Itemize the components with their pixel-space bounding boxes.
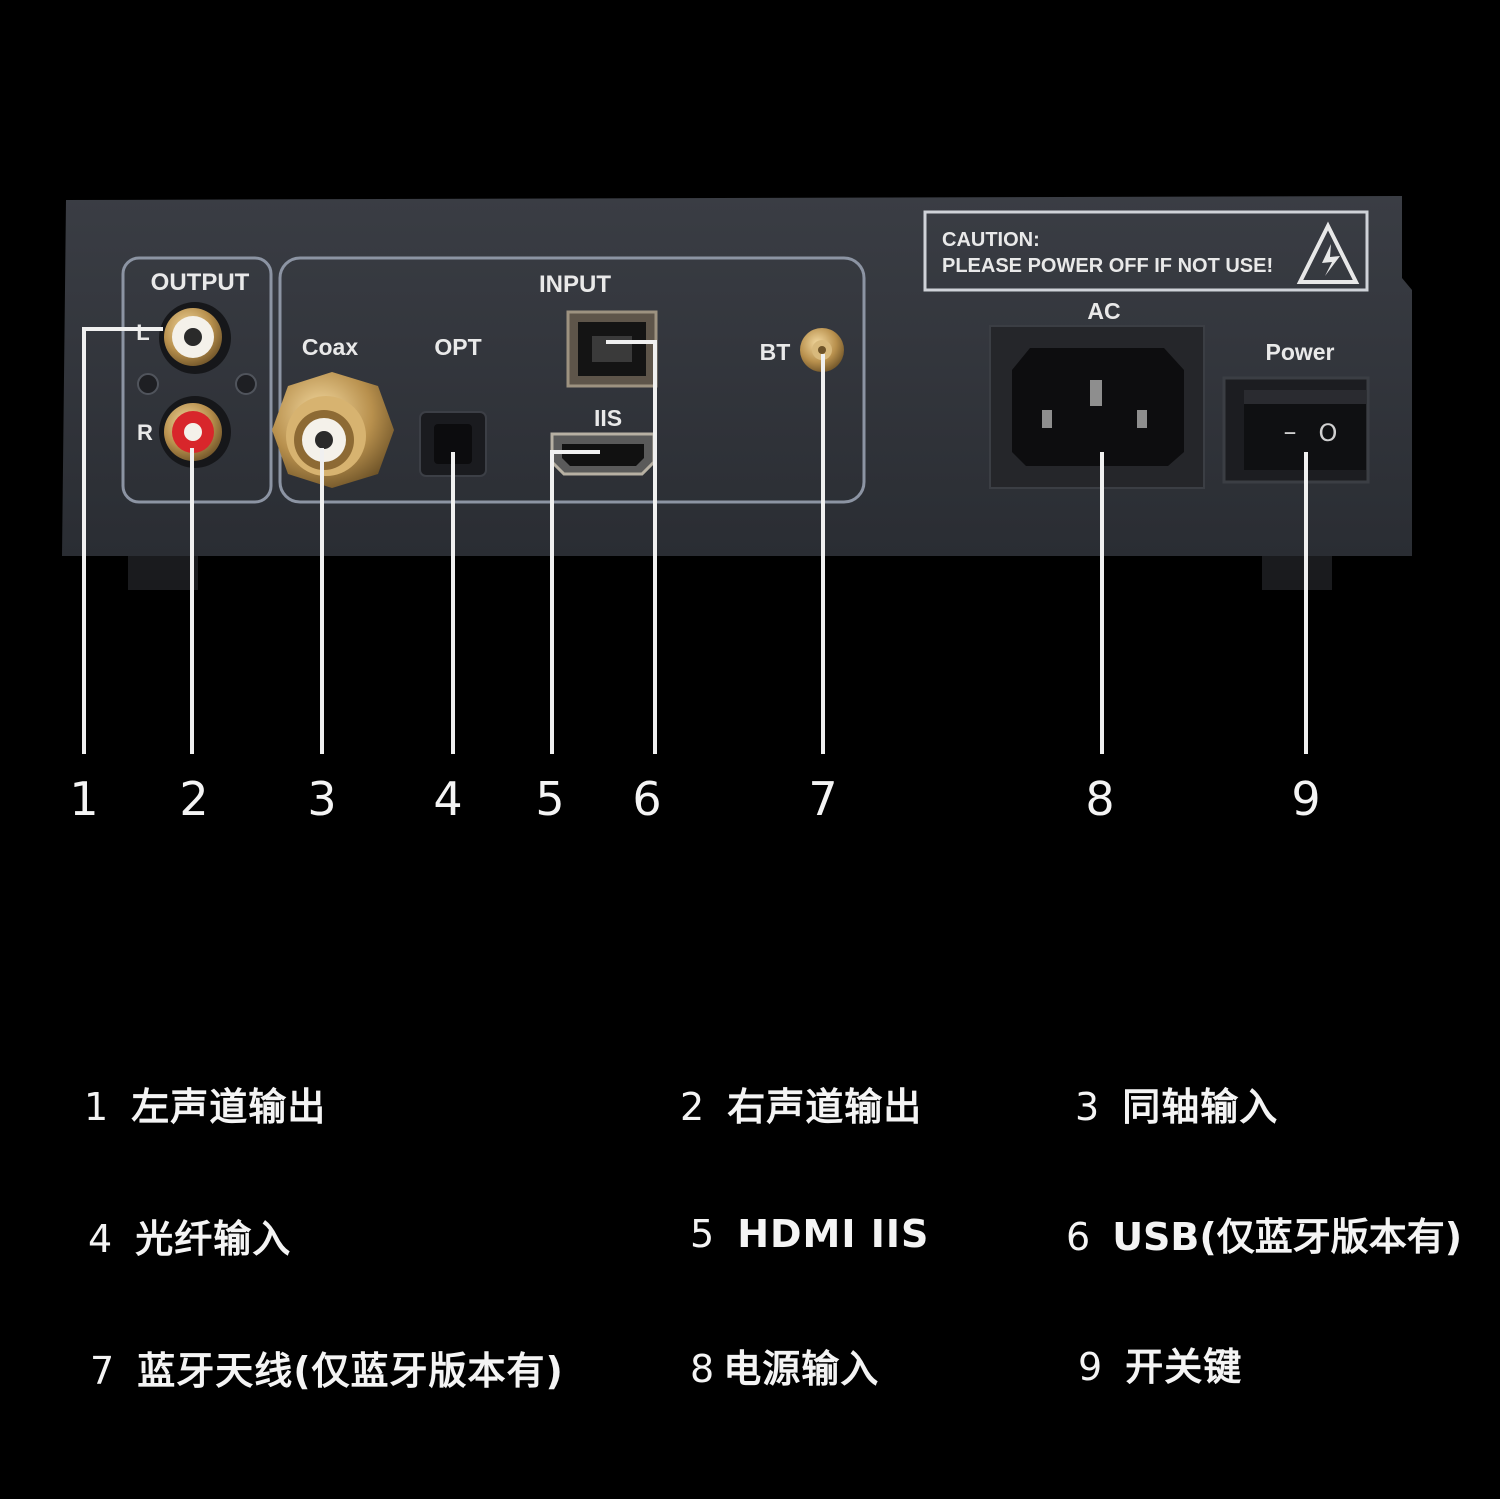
- legend-number: 6: [1066, 1215, 1091, 1259]
- legend-number: 8: [690, 1347, 716, 1391]
- callout-number-3: 3: [307, 772, 337, 826]
- caution-box: [923, 210, 1369, 292]
- callout-number-7: 7: [808, 772, 838, 826]
- legend-item-9: 9 开关键: [1078, 1336, 1242, 1391]
- output-section-frame: [121, 256, 273, 504]
- legend-item-2: 2 右声道输出: [680, 1076, 922, 1131]
- legend-number: 2: [680, 1085, 706, 1129]
- legend-item-1: 1 左声道输出: [84, 1076, 326, 1131]
- callout-number-4: 4: [433, 772, 463, 826]
- legend-number: 1: [84, 1085, 110, 1129]
- callout-leader-lines: [82, 327, 1308, 754]
- legend-number: 7: [90, 1349, 116, 1393]
- caution-text: PLEASE POWER OFF IF NOT USE!: [942, 255, 1273, 277]
- optical-input-port[interactable]: [419, 411, 487, 477]
- rca-left-output-jack[interactable]: [159, 302, 231, 374]
- high-voltage-warning-icon: [1296, 221, 1360, 284]
- legend-text: 同轴输入: [1122, 1085, 1279, 1129]
- rca-right-output-jack[interactable]: [159, 396, 231, 468]
- legend-item-4: 4 光纤输入: [88, 1208, 291, 1263]
- legend-text: HDMI IIS: [737, 1212, 930, 1256]
- legend-item-6: 6 USB(仅蓝牙版本有): [1066, 1206, 1462, 1261]
- output-label: OUTPUT: [151, 269, 250, 296]
- leader-line-1: [82, 327, 163, 754]
- power-label: Power: [1265, 339, 1334, 365]
- callout-number-9: 9: [1291, 772, 1321, 826]
- legend-text: 左声道输出: [131, 1085, 327, 1129]
- screw-icon: [235, 373, 257, 395]
- legend-text: 蓝牙天线(仅蓝牙版本有): [137, 1349, 564, 1393]
- right-channel-label: R: [137, 420, 153, 445]
- leader-line-5: [550, 450, 600, 754]
- switch-on-mark: O: [1319, 419, 1338, 447]
- legend-text: 开关键: [1125, 1345, 1243, 1389]
- switch-off-mark: –: [1284, 417, 1297, 447]
- caution-heading: CAUTION:: [942, 229, 1040, 251]
- legend-number: 9: [1078, 1345, 1104, 1389]
- legend-text: 右声道输出: [727, 1085, 923, 1129]
- callout-number-5: 5: [535, 772, 565, 826]
- legend-number: 3: [1075, 1085, 1101, 1129]
- ac-label: AC: [1087, 298, 1120, 324]
- callout-number-8: 8: [1085, 772, 1115, 826]
- legend-number: 5: [690, 1212, 716, 1256]
- left-channel-label: L: [136, 320, 149, 345]
- legend-text: USB(仅蓝牙版本有): [1112, 1215, 1463, 1259]
- bt-label: BT: [760, 339, 791, 365]
- input-section-frame: [278, 256, 866, 504]
- right-foot: [1262, 555, 1332, 590]
- callout-number-1: 1: [69, 772, 99, 826]
- coax-label: Coax: [302, 334, 358, 360]
- callout-number-2: 2: [179, 772, 209, 826]
- ac-power-inlet[interactable]: [989, 325, 1205, 489]
- coax-input-jack[interactable]: [272, 372, 394, 488]
- legend-item-3: 3 同轴输入: [1075, 1076, 1278, 1131]
- legend-item-5: 5 HDMI IIS: [690, 1212, 929, 1256]
- opt-label: OPT: [434, 334, 481, 360]
- legend-item-7: 7 蓝牙天线(仅蓝牙版本有): [90, 1340, 564, 1395]
- input-label: INPUT: [539, 271, 611, 298]
- leader-line-6: [606, 340, 657, 754]
- legend-number: 4: [88, 1217, 114, 1261]
- left-foot: [128, 555, 198, 590]
- legend-text: 电源输入: [723, 1347, 880, 1391]
- iis-label: IIS: [594, 405, 622, 431]
- bluetooth-antenna-connector[interactable]: [800, 328, 844, 372]
- legend-text: 光纤输入: [135, 1217, 292, 1261]
- screw-icon: [137, 373, 159, 395]
- callout-number-6: 6: [632, 772, 662, 826]
- usb-b-input-port[interactable]: [566, 310, 658, 388]
